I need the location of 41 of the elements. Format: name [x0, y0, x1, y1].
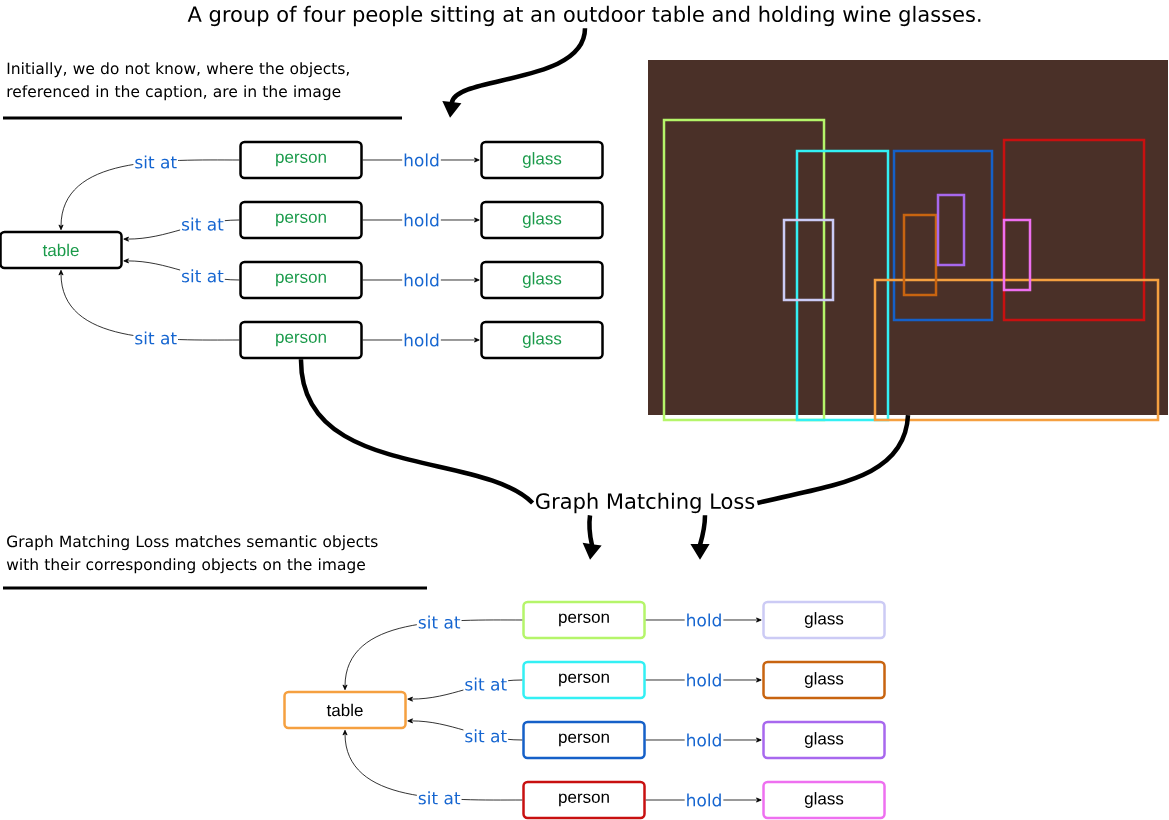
label-box: glass: [480, 260, 604, 300]
edge-label: sit at: [416, 790, 462, 806]
edge-label: hold: [402, 152, 441, 168]
label-box: person: [522, 720, 646, 760]
label-box: person: [239, 320, 363, 360]
edge-label: hold: [402, 212, 441, 228]
label-box: glass: [480, 320, 604, 360]
heading-text: Graph Matching Loss: [536, 492, 755, 514]
edge-label: sit at: [133, 154, 179, 170]
caption-text: A group of four people sitting at an outdoor table and holding wine glasses.: [187, 5, 981, 27]
label-box: glass: [762, 600, 886, 640]
edge-label: hold: [684, 732, 724, 748]
label-box: glass: [480, 200, 604, 240]
edge-label: sit at: [463, 728, 509, 744]
edge-label: sit at: [180, 216, 225, 232]
note-text: Initially, we do not know, where the objects, referenced in the caption, are in the image: [7, 62, 349, 101]
note-text: Graph Matching Loss matches semantic objects with their corresponding objects on the image: [6, 535, 378, 574]
curved-line: [756, 414, 911, 506]
edge-label: sit at: [463, 676, 509, 692]
label-box: table: [0, 230, 123, 270]
label-box: person: [239, 200, 363, 240]
edge-label: hold: [402, 272, 441, 288]
edge-label: hold: [684, 612, 724, 628]
label-box: glass: [762, 720, 886, 760]
label-box: glass: [762, 660, 886, 700]
edge-label: sit at: [133, 330, 179, 346]
edge-label: sit at: [180, 268, 225, 284]
edge-label: hold: [402, 332, 441, 348]
label-box: glass: [762, 780, 886, 820]
edge-label: sit at: [416, 614, 462, 630]
label-box: person: [522, 600, 646, 640]
edge-label: hold: [684, 672, 724, 688]
label-box: table: [283, 690, 407, 730]
label-box: glass: [480, 140, 604, 180]
label-box: person: [239, 140, 363, 180]
edge-label: hold: [684, 792, 724, 808]
label-box: person: [522, 660, 646, 700]
label-box: person: [239, 260, 363, 300]
photo-drawing: [648, 60, 1168, 422]
label-box: person: [522, 780, 646, 820]
curved-line: [298, 359, 534, 505]
